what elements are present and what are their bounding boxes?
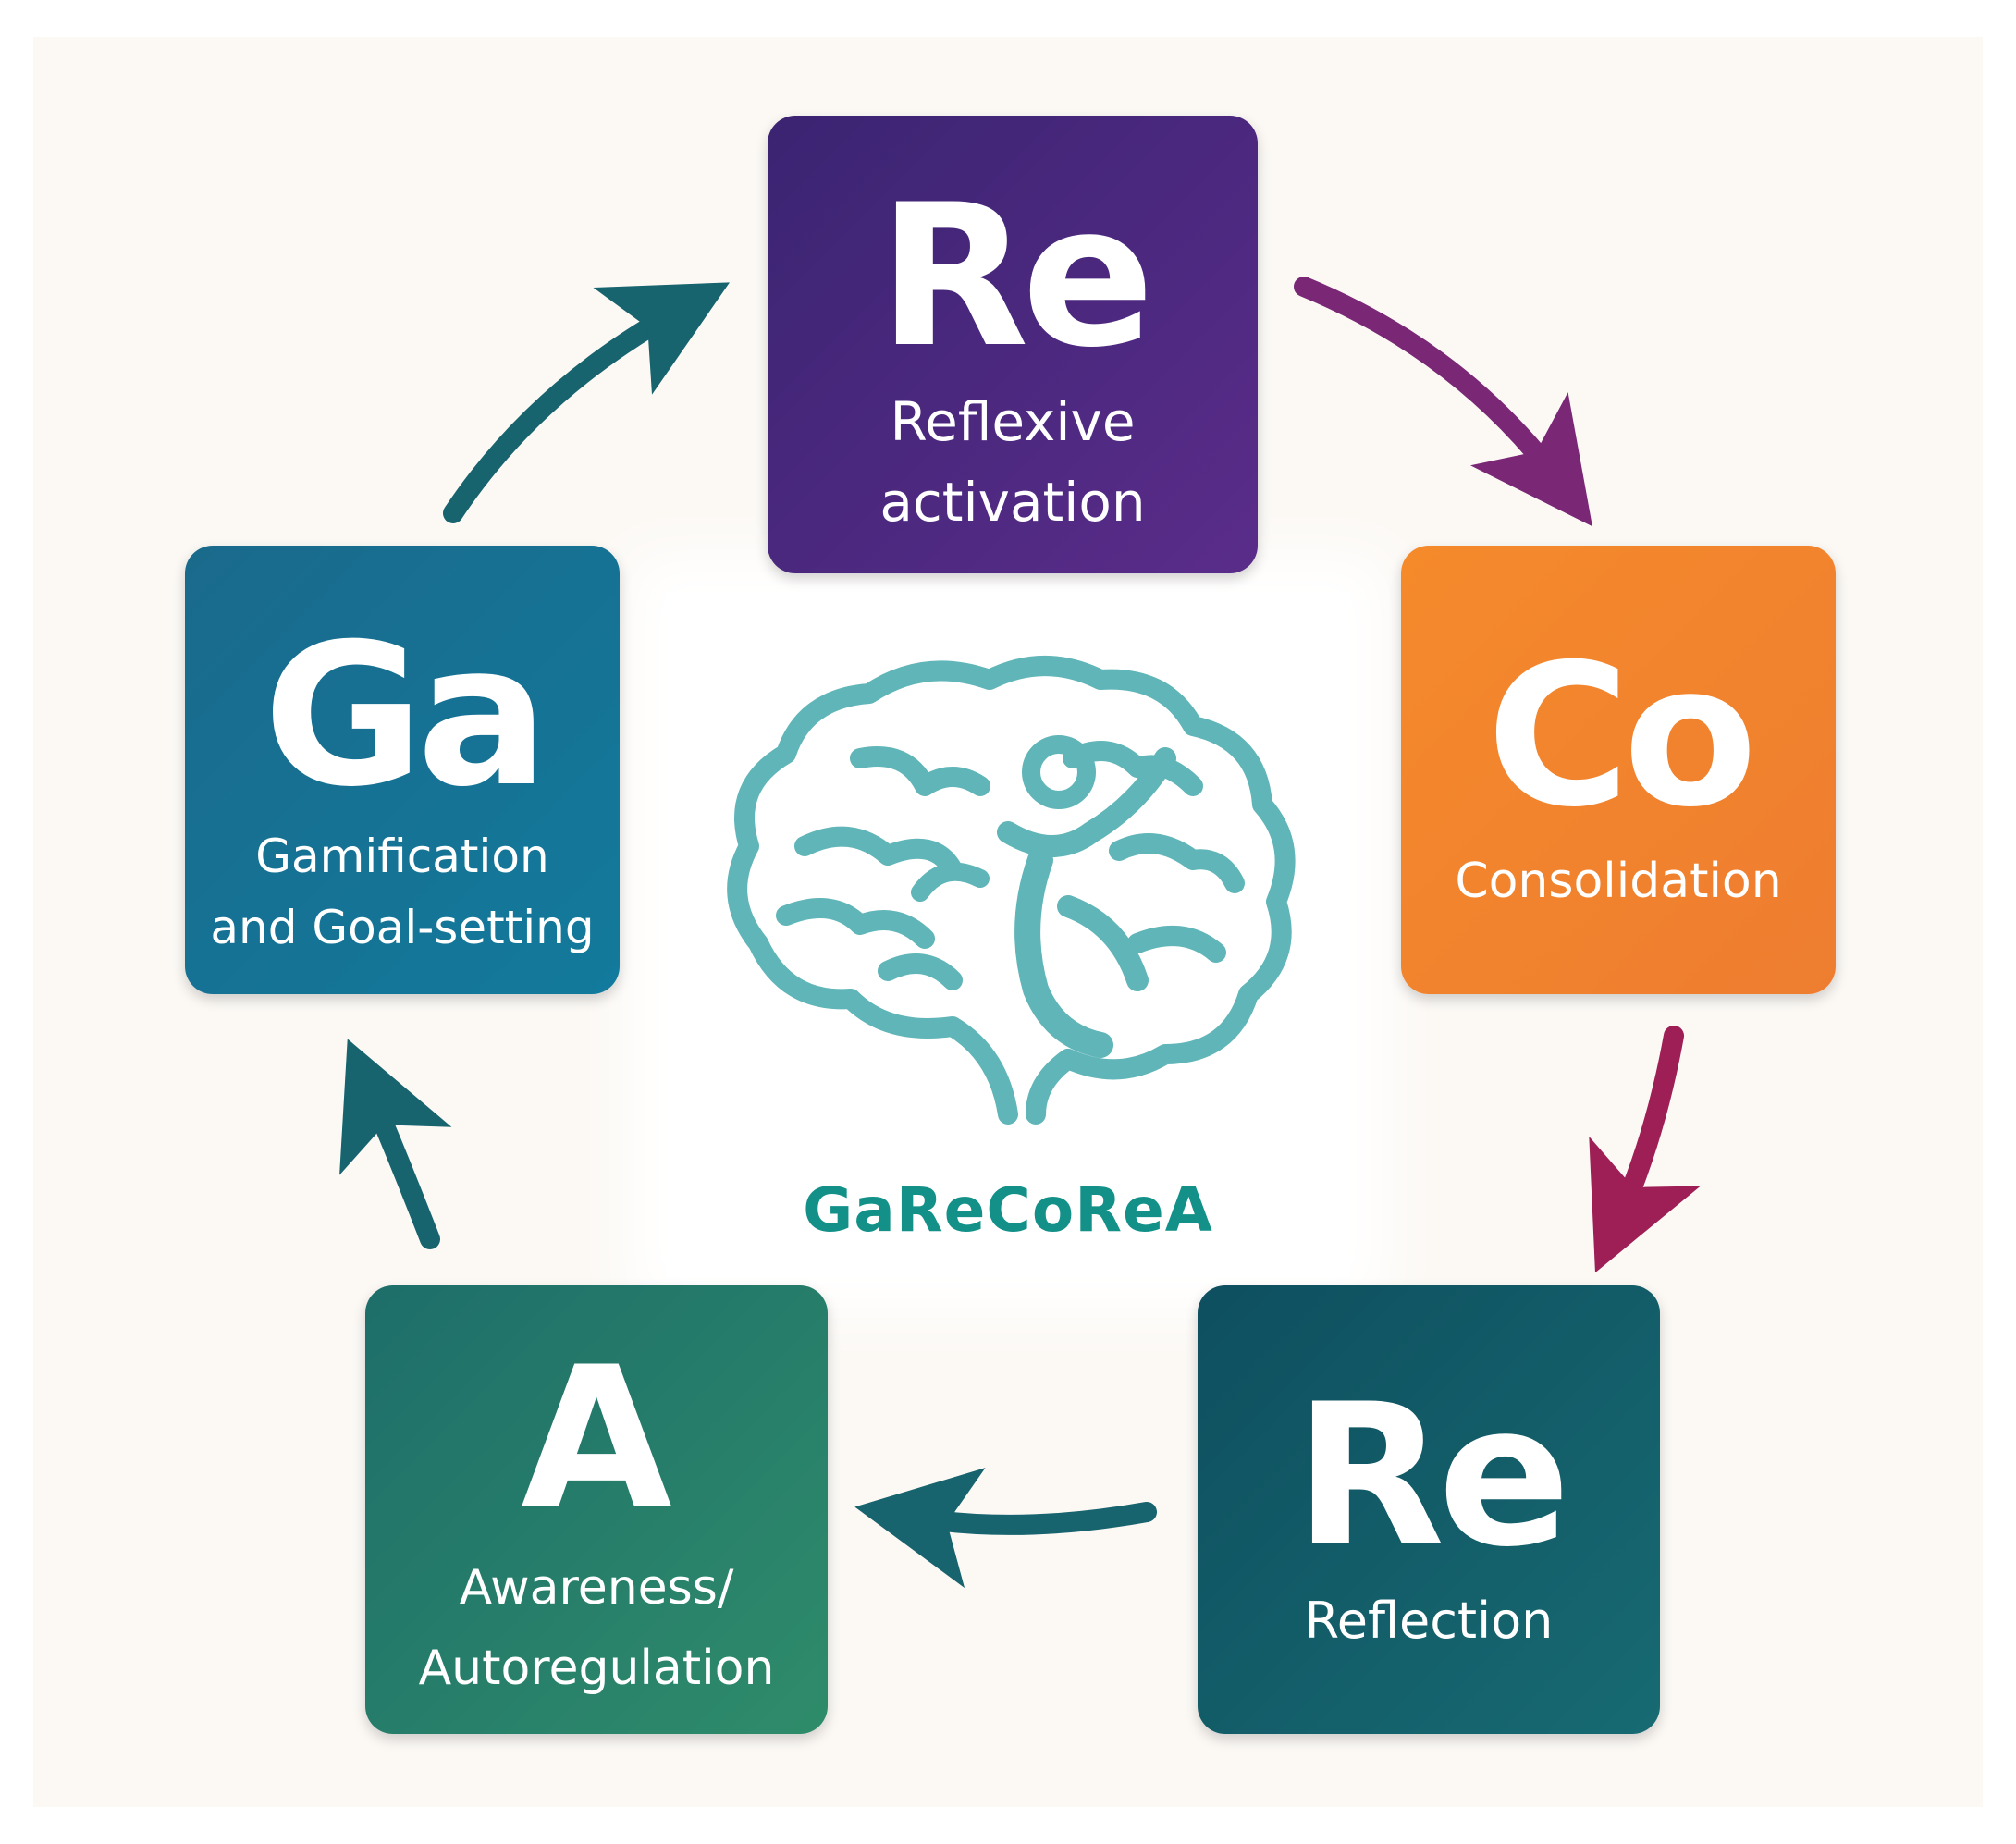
center-panel [666,592,1350,1276]
arrow-consolidation-to-reflection [1589,1026,1701,1273]
step-abbreviation: Re [878,162,1154,390]
step-name-line2: Autoregulation [418,1641,775,1697]
arrow-gamification-to-reflexive [443,282,731,523]
arrow-reflection-to-awareness [854,1468,1157,1589]
step-reflexive-activation-card: Re Reflexive activation [768,116,1258,573]
step-name-line2: and Goal-setting [210,901,595,954]
step-name-line1: Consolidation [1455,854,1782,909]
step-name-line1: Awareness/ [459,1560,734,1616]
step-awareness-autoregulation-card: A Awareness/ Autoregulation [365,1285,828,1734]
brain-icon [727,656,1296,1125]
step-abbreviation: A [520,1324,673,1553]
step-consolidation-card: Co Consolidation [1401,546,1836,994]
step-abbreviation: Co [1486,621,1757,850]
step-abbreviation: Ga [263,601,548,830]
step-name-line1: Reflexive [890,390,1136,453]
center-title: GaReCoReA [803,1174,1213,1246]
step-reflection-card: Re Reflection [1198,1285,1660,1734]
step-name-line1: Reflection [1304,1592,1554,1650]
step-abbreviation: Re [1294,1361,1570,1590]
step-gamification-goal-setting-card: Ga Gamification and Goal-setting [185,546,620,994]
arrow-awareness-to-gamification [339,1039,452,1249]
arrow-reflexive-to-consolidation [1294,277,1592,527]
step-name-line2: activation [879,470,1146,534]
step-name-line1: Gamification [255,830,549,883]
